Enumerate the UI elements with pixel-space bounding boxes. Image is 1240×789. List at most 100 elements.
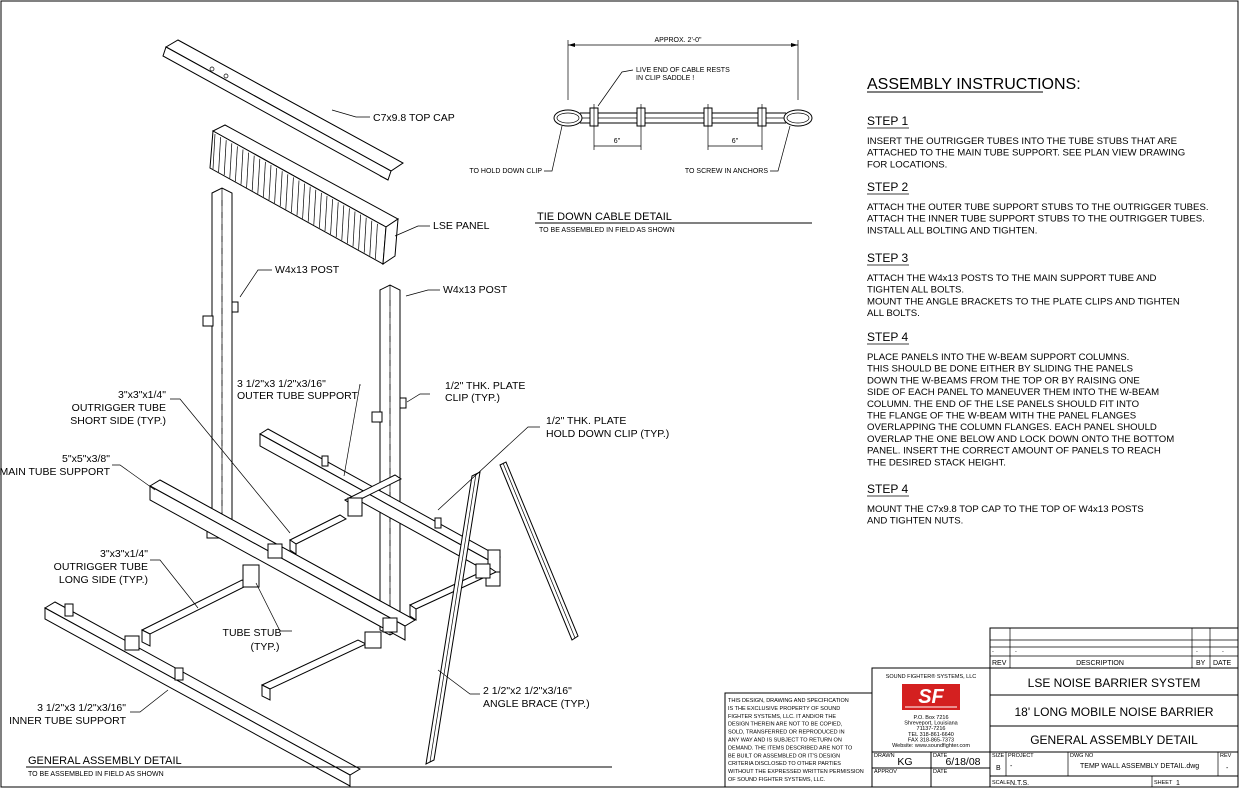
disclaimer-line: BE BUILT OR ASSEMBLED OR IT'S DESIGN bbox=[728, 753, 840, 759]
angle-brace-label-name: ANGLE BRACE (TYP.) bbox=[483, 698, 590, 710]
long-side-label-size: 3"x3"x1/4" bbox=[100, 548, 148, 560]
date-header: DATE bbox=[1213, 660, 1231, 667]
step-5-line: AND TIGHTEN NUTS. bbox=[867, 516, 963, 527]
company-address-line: 71137-7216 bbox=[917, 726, 946, 732]
short-side-label-name: OUTRIGGER TUBE bbox=[72, 402, 166, 414]
hold-down-label-name: HOLD DOWN CLIP (TYP.) bbox=[546, 428, 669, 440]
panel-rib bbox=[375, 223, 378, 259]
outer-tube-label-size: 3 1/2"x3 1/2"x3/16" bbox=[237, 378, 326, 390]
company-address-line: FAX 318-865-7373 bbox=[908, 737, 954, 743]
panel-rib bbox=[223, 140, 227, 176]
inner-tube-label-size: 3 1/2"x3 1/2"x3/16" bbox=[37, 702, 126, 714]
disclaimer-line: ANY WAY AND IS SUBJECT TO RETURN ON bbox=[728, 738, 842, 744]
panel-rib bbox=[296, 180, 300, 216]
size-label: SIZE bbox=[992, 753, 1005, 759]
panel-rib bbox=[307, 186, 311, 222]
main-tube-label-size: 5"x5"x3/8" bbox=[62, 453, 110, 465]
drawn-value: KG bbox=[897, 756, 912, 768]
post-left-label: W4x13 POST bbox=[275, 264, 340, 276]
panel-rib bbox=[246, 152, 249, 188]
hold-down-clip-label: TO HOLD DOWN CLIP bbox=[469, 168, 542, 175]
step-2-line: ATTACH THE OUTER TUBE SUPPORT STUBS TO T… bbox=[867, 202, 1209, 213]
rev-header: REV bbox=[992, 660, 1007, 667]
step-4-line: THIS SHOULD BE DONE EITHER BY SLIDING TH… bbox=[867, 364, 1133, 375]
date-label: DATE bbox=[933, 753, 948, 759]
desc-header: DESCRIPTION bbox=[1076, 660, 1124, 667]
project-label: PROJECT bbox=[1008, 753, 1034, 759]
panel-rib bbox=[263, 161, 266, 197]
general-assembly-title: GENERAL ASSEMBLY DETAIL bbox=[28, 755, 182, 767]
panel-rib bbox=[268, 164, 272, 201]
panel-rib bbox=[285, 174, 289, 210]
panel-rib bbox=[358, 214, 361, 250]
step-1-line: FOR LOCATIONS. bbox=[867, 159, 947, 170]
title-block: THIS DESIGN, DRAWING AND SPECIFICATION IS… bbox=[724, 627, 1239, 788]
disclaimer-line: CRITERIA DISCLOSED TO OTHER PARTIES bbox=[728, 761, 841, 767]
main-tube-label-name: MAIN TUBE SUPPORT bbox=[0, 466, 111, 478]
panel-rib bbox=[363, 217, 367, 253]
step-1-line: ATTACHED TO THE MAIN TUBE SUPPORT. SEE P… bbox=[867, 148, 1185, 159]
panel-rib bbox=[218, 137, 221, 173]
general-assembly-subtitle: TO BE ASSEMBLED IN FIELD AS SHOWN bbox=[28, 771, 164, 778]
title-line-3: GENERAL ASSEMBLY DETAIL bbox=[1030, 733, 1198, 747]
angle-brace-part bbox=[425, 461, 579, 765]
company-address-line: Shreveport, Louisiana bbox=[904, 721, 958, 727]
panel-rib bbox=[352, 211, 356, 247]
outrigger-long-part bbox=[124, 543, 398, 701]
step-5-title: STEP 4 bbox=[867, 482, 908, 496]
disclaimer-line: THIS DESIGN, DRAWING AND SPECIFICATION bbox=[728, 698, 849, 704]
scale-value: N.T.S. bbox=[1010, 780, 1029, 787]
live-end-label-1: LIVE END OF CABLE RESTS bbox=[636, 67, 730, 74]
rev-dash: - bbox=[992, 649, 994, 655]
long-side-label-typ: LONG SIDE (TYP.) bbox=[59, 574, 148, 586]
size-value: B bbox=[996, 765, 1001, 772]
panel-rib bbox=[341, 205, 345, 241]
step-1-title: STEP 1 bbox=[867, 114, 908, 128]
top-cap-label: C7x9.8 TOP CAP bbox=[373, 112, 455, 124]
scale-label: SCALE bbox=[992, 780, 1010, 786]
live-end-label-2: IN CLIP SADDLE ! bbox=[636, 75, 694, 82]
sheet-value: 1 bbox=[1176, 780, 1180, 787]
panel-rib bbox=[257, 158, 261, 194]
dwg-value: TEMP WALL ASSEMBLY DETAIL.dwg bbox=[1080, 763, 1199, 770]
panel-rib bbox=[302, 183, 305, 219]
cable-clip-3 bbox=[703, 104, 713, 130]
step-4-line: OVERLAPPING THE COLUMN FLANGES. EACH PAN… bbox=[867, 422, 1157, 433]
dwg-label: DWG NO bbox=[1070, 753, 1094, 759]
step-3-line: ALL BOLTS. bbox=[867, 308, 920, 319]
company-address-line: P.O. Box 7216 bbox=[913, 715, 948, 721]
panel-rib bbox=[330, 199, 333, 235]
step-4-line: DOWN THE W-BEAMS FROM THE TOP OR BY RAIS… bbox=[867, 375, 1140, 386]
lse-panel-part bbox=[209, 124, 399, 265]
panel-rib bbox=[274, 168, 277, 204]
tube-stub-label: TUBE STUB bbox=[223, 627, 282, 639]
tie-down-subtitle: TO BE ASSEMBLED IN FIELD AS SHOWN bbox=[539, 227, 675, 234]
panel-rib bbox=[369, 220, 373, 256]
sheet-label: SHEET bbox=[1154, 780, 1173, 786]
tube-stub-label-typ: (TYP.) bbox=[251, 641, 280, 653]
lse-panel-label: LSE PANEL bbox=[433, 220, 490, 232]
disclaimer-line: DESIGN THEREIN ARE NOT TO BE COPIED, bbox=[728, 722, 843, 728]
outer-tube-label-name: OUTER TUBE SUPPORT bbox=[237, 390, 359, 402]
disclaimer-line: IS THE EXCLUSIVE PROPERTY OF SOUND bbox=[728, 706, 840, 712]
company-logo: SF bbox=[902, 684, 960, 710]
by-header: BY bbox=[1196, 660, 1206, 667]
tie-down-title: TIE DOWN CABLE DETAIL bbox=[537, 211, 672, 223]
step-4-line: COLUMN. THE END OF THE LSE PANELS SHOULD… bbox=[867, 399, 1139, 410]
company-logo-text: SF bbox=[918, 686, 944, 708]
panel-rib bbox=[324, 195, 328, 232]
panel-rib bbox=[229, 143, 233, 179]
long-side-label-name: OUTRIGGER TUBE bbox=[54, 561, 148, 573]
step-3-line: MOUNT THE ANGLE BRACKETS TO THE PLATE CL… bbox=[867, 296, 1180, 307]
step-4-line: PANEL. INSERT THE CORRECT AMOUNT OF PANE… bbox=[867, 446, 1161, 457]
step-4-line: SIDE OF EACH PANEL TO MANEUVER THEM INTO… bbox=[867, 387, 1159, 398]
company-address-line: TEL 318-861-6640 bbox=[908, 732, 954, 738]
approx-length-label: APPROX. 2'-0" bbox=[654, 37, 702, 44]
assembly-drawing: C7x9.8 TOP CAP LSE PANEL W4x13 POST W4x1… bbox=[0, 39, 669, 787]
rev-label: REV bbox=[1220, 753, 1232, 759]
angle-brace-label-size: 2 1/2"x2 1/2"x3/16" bbox=[483, 685, 572, 697]
